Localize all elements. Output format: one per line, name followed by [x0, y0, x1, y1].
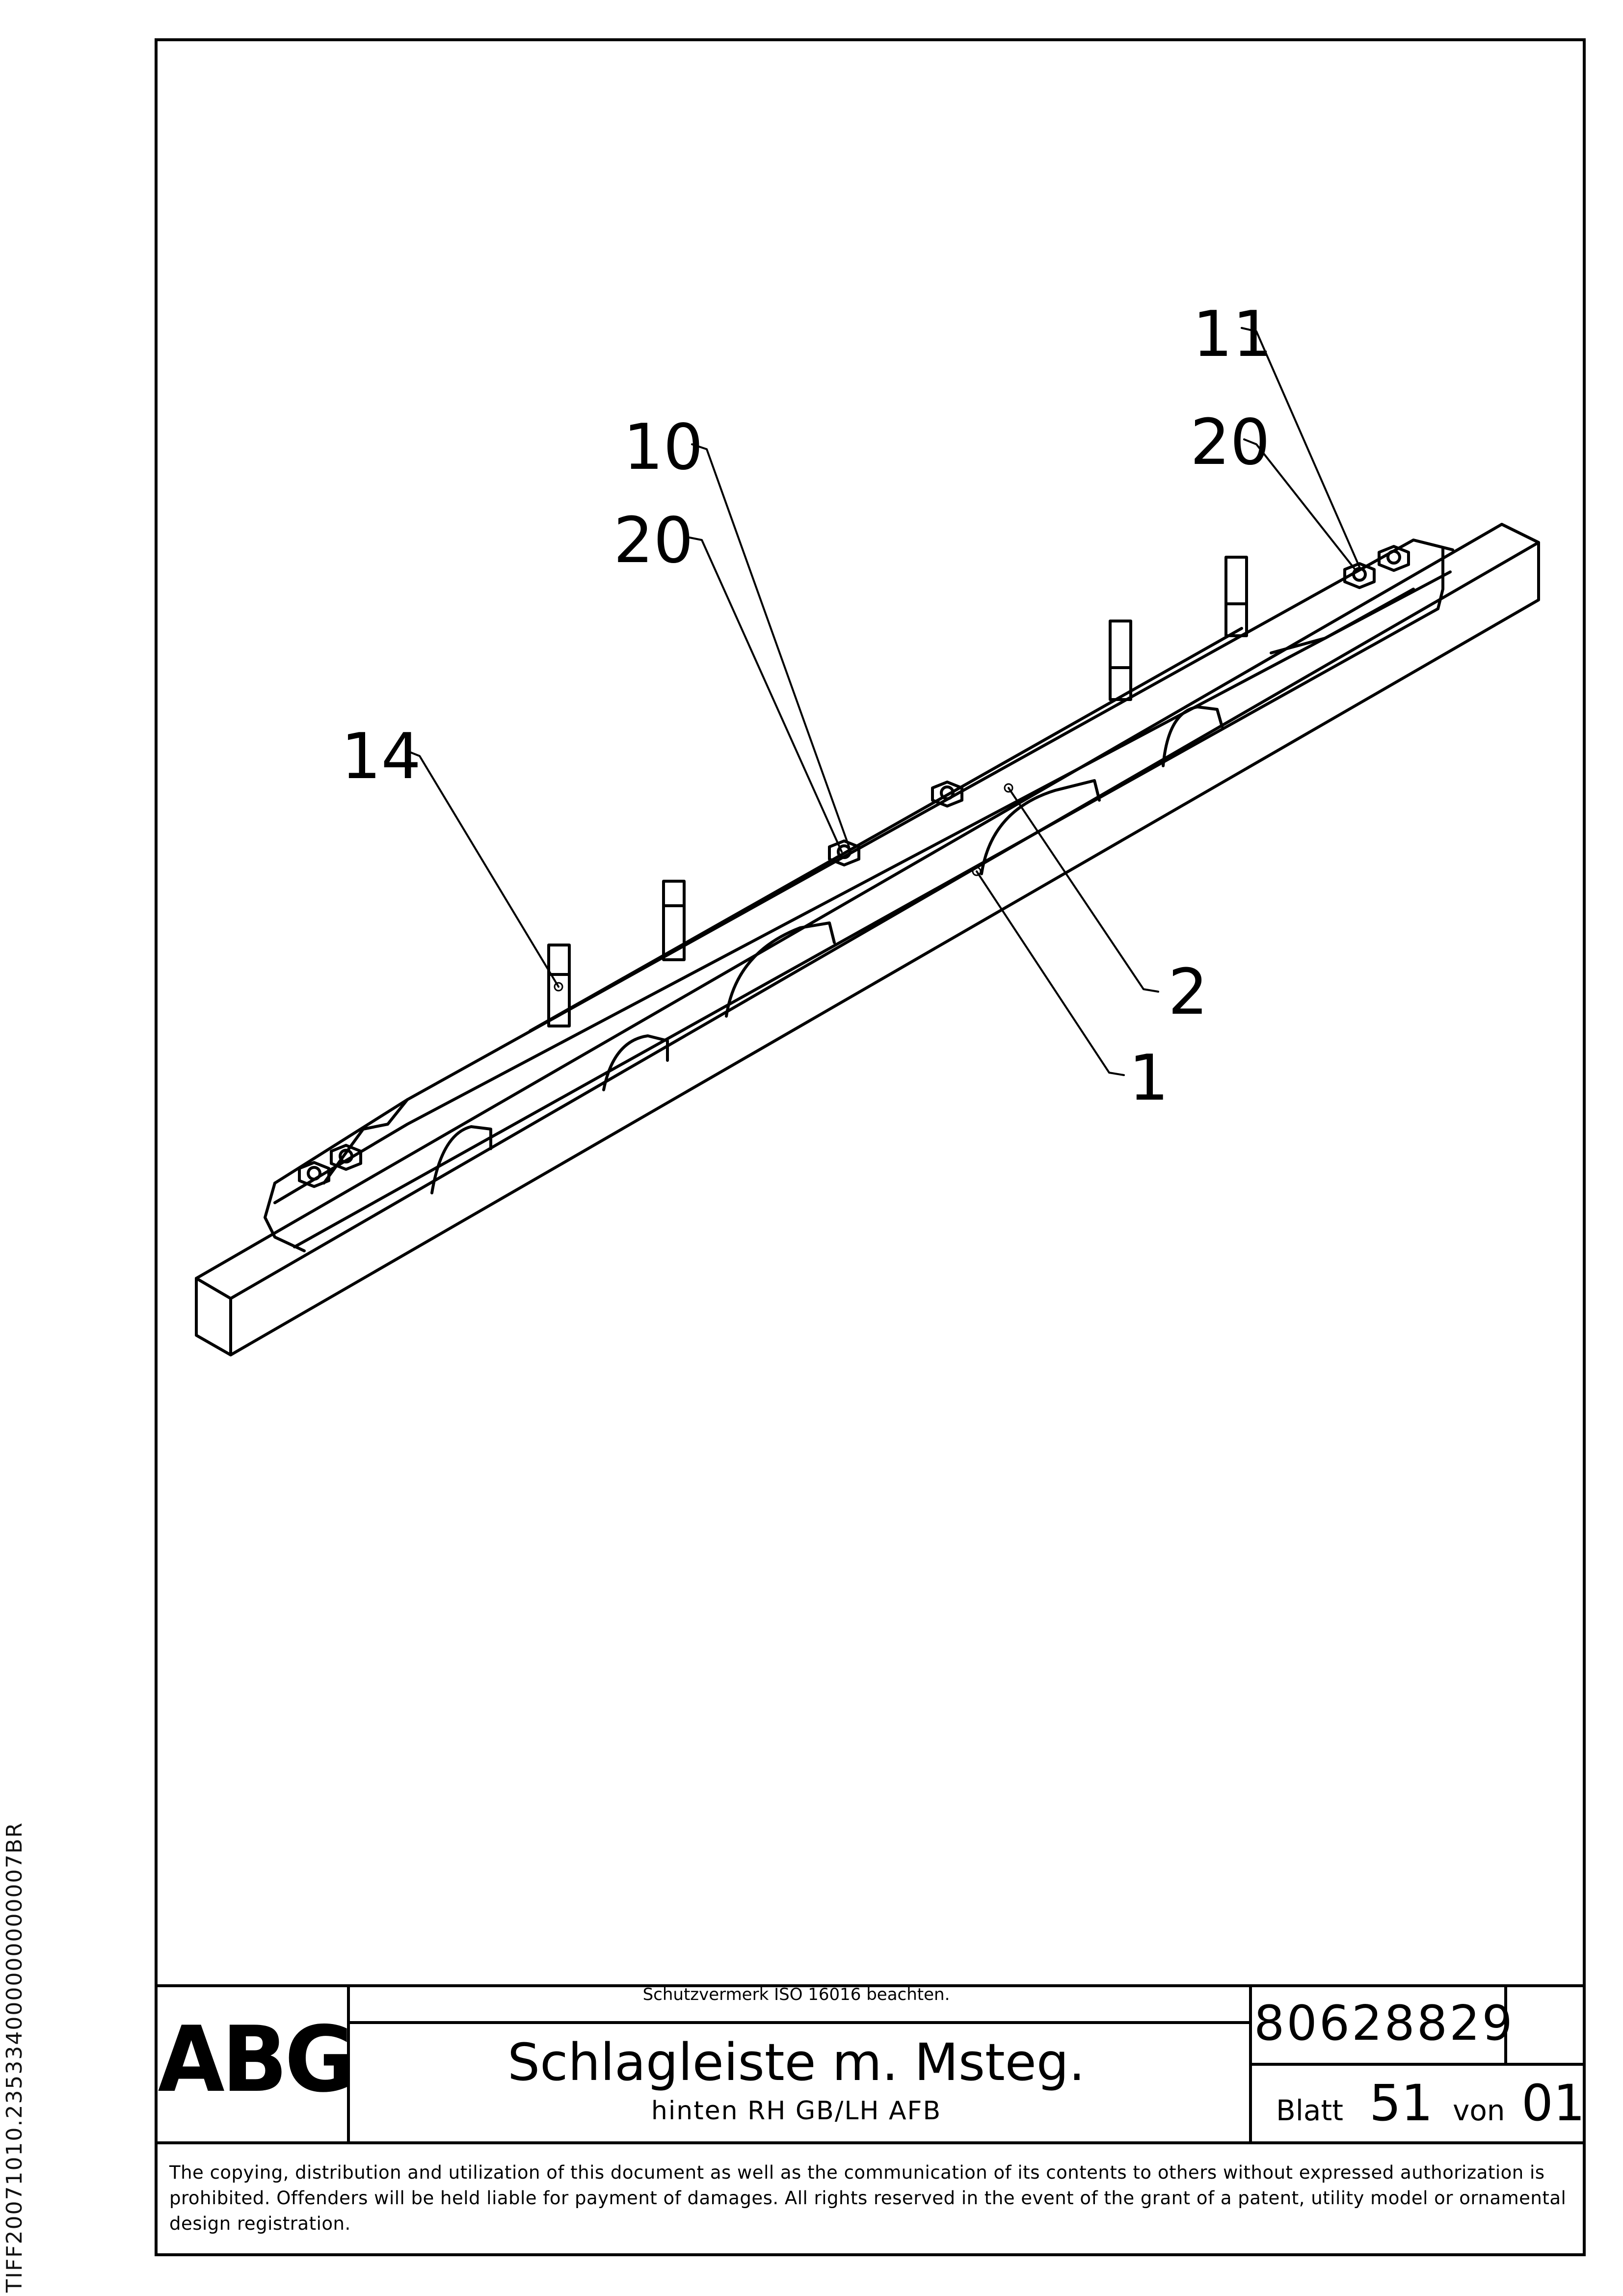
nut-4 [931, 781, 963, 808]
title-block-grid [156, 1984, 1584, 2144]
bar-top-edge [195, 523, 1503, 1280]
callout-10: 10 [623, 411, 703, 484]
callout-14: 14 [341, 720, 421, 793]
callout-20-lower: 20 [613, 504, 693, 577]
slot-2 [602, 1034, 669, 1091]
center-seam [529, 627, 1243, 1032]
nut-1 [298, 1161, 330, 1188]
callout-2: 2 [1168, 956, 1208, 1029]
leader-1 [976, 870, 1125, 1076]
document-number: 80628829 [1254, 1996, 1515, 2052]
protection-notice: Schutzvermerk ISO 16016 beachten. [642, 1985, 950, 2004]
leader-10 [691, 443, 850, 848]
callout-11: 11 [1193, 298, 1273, 371]
strip-top-front [273, 570, 1452, 1204]
strip-end-right [1437, 547, 1444, 610]
bar-bottom-edge [229, 541, 1540, 1356]
slot-notch [1270, 588, 1415, 654]
strip-lower [293, 607, 1439, 1248]
drawing-title: Schlagleiste m. Msteg. [507, 2032, 1085, 2092]
leader-14 [406, 750, 559, 988]
leader-20b [689, 537, 843, 853]
strip-top-back [273, 539, 1454, 1185]
copyright-notice: The copying, distribution and utilizatio… [169, 2162, 1567, 2234]
slot-1 [430, 1125, 492, 1194]
leader-dot-2 [1004, 783, 1013, 793]
leader-11 [1241, 327, 1360, 568]
of-label: von [1453, 2094, 1505, 2127]
drawing-frame [155, 38, 1586, 2256]
slot-5 [1162, 705, 1224, 767]
slot-4 [980, 779, 1101, 875]
bar-front-top [195, 523, 1540, 1300]
stud-2 [662, 880, 686, 961]
nut-2 [330, 1144, 362, 1171]
leader-dot-14 [554, 982, 563, 992]
nut-6 [1378, 545, 1410, 572]
abg-logo: ABG [158, 2006, 356, 2112]
strip-end-left [264, 1182, 306, 1252]
sheet-info: Blatt 51 von 01 [1256, 2074, 1585, 2133]
stud-3 [1109, 620, 1132, 701]
nut-5 [1343, 562, 1376, 589]
sheet-label: Blatt [1276, 2094, 1343, 2127]
strip-step [322, 1098, 409, 1185]
sheet-number: 51 [1369, 2074, 1433, 2133]
of-number: 01 [1521, 2074, 1585, 2133]
leader-dot-1 [972, 866, 982, 876]
callout-20-upper: 20 [1190, 406, 1270, 479]
drawing-subtitle: hinten RH GB/LH AFB [651, 2096, 942, 2126]
leader-2 [1008, 787, 1159, 993]
callout-1: 1 [1129, 1042, 1169, 1115]
bar-left-side [195, 1277, 232, 1356]
stud-4 [1224, 556, 1248, 637]
slot-3 [725, 921, 836, 1018]
leader-20a [1243, 438, 1358, 573]
nut-3 [828, 839, 860, 866]
